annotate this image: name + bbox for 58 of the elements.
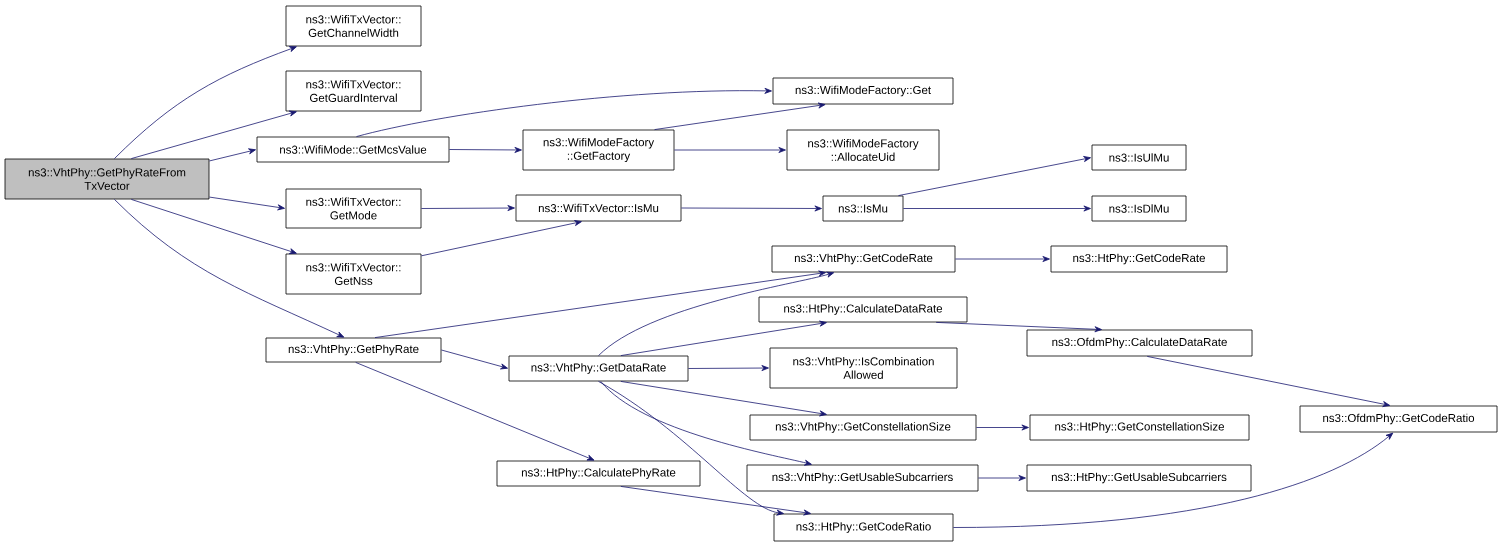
function-box: ns3::VhtPhy::GetConstellationSize xyxy=(749,414,977,441)
function-box: ns3::IsDlMu xyxy=(1091,195,1187,222)
function-box: ns3::WifiTxVector::IsMu xyxy=(515,194,682,222)
function-box: ns3::WifiModeFactory ::GetFactory xyxy=(522,129,675,171)
function-box: ns3::WifiModeFactory::Get xyxy=(772,77,954,105)
arrow xyxy=(953,432,1394,528)
arrow xyxy=(620,381,827,417)
arrow xyxy=(620,486,811,516)
arrow xyxy=(449,146,522,153)
arrow xyxy=(421,205,515,212)
function-box: ns3::HtPhy::GetCodeRate xyxy=(1050,245,1228,273)
function-box: ns3::VhtPhy::GetPhyRateFrom TxVector xyxy=(4,158,210,200)
arrow xyxy=(209,148,256,162)
function-box: ns3::IsUlMu xyxy=(1091,144,1187,171)
arrow xyxy=(209,196,285,211)
arrow xyxy=(955,256,1050,262)
arrow xyxy=(674,147,786,153)
function-box: ns3::OfdmPhy::GetCodeRatio xyxy=(1299,405,1498,433)
arrow xyxy=(688,365,769,372)
arrow xyxy=(654,102,826,130)
function-box: ns3::IsMu xyxy=(822,195,904,222)
function-box: ns3::OfdmPhy::CalculateDataRate xyxy=(1026,329,1253,357)
arrow xyxy=(441,349,508,370)
function-box: ns3::WifiTxVector:: GetNss xyxy=(285,253,422,295)
arrow xyxy=(421,220,582,257)
arrow xyxy=(374,270,826,338)
arrow xyxy=(935,322,1102,333)
arrow xyxy=(114,46,297,159)
function-box: ns3::HtPhy::GetUsableSubcarriers xyxy=(1026,464,1252,492)
function-box: ns3::VhtPhy::GetUsableSubcarriers xyxy=(746,464,979,492)
function-box: ns3::HtPhy::GetConstellationSize xyxy=(1029,414,1250,441)
arrow xyxy=(356,87,772,137)
arrow xyxy=(598,381,784,516)
arrow xyxy=(130,199,297,255)
arrow xyxy=(600,381,812,466)
function-box: ns3::WifiTxVector:: GetMode xyxy=(285,188,422,229)
arrow xyxy=(903,205,1091,212)
arrow xyxy=(598,271,835,356)
arrow xyxy=(620,320,827,356)
function-box: ns3::VhtPhy::GetCodeRate xyxy=(771,245,956,273)
function-box: ns3::WifiModeFactory ::AllocateUid xyxy=(786,129,940,171)
function-box: ns3::HtPhy::CalculateDataRate xyxy=(758,296,968,323)
arrow xyxy=(130,110,297,159)
arrow xyxy=(681,205,822,212)
arrow xyxy=(114,199,345,338)
function-box: ns3::HtPhy::CalculatePhyRate xyxy=(496,460,701,487)
function-box: ns3::WifiTxVector:: GetGuardInterval xyxy=(285,70,422,112)
function-box: ns3::VhtPhy::GetPhyRate xyxy=(265,337,442,363)
arrow xyxy=(1146,356,1391,407)
function-box: ns3::WifiMode::GetMcsValue xyxy=(256,136,450,163)
function-box: ns3::VhtPhy::GetDataRate xyxy=(508,355,689,382)
arrow xyxy=(978,475,1026,481)
arrow xyxy=(976,424,1029,431)
arrow xyxy=(898,156,1091,196)
function-box: ns3::HtPhy::GetCodeRatio xyxy=(773,513,954,542)
function-box: ns3::WifiTxVector:: GetChannelWidth xyxy=(285,5,422,47)
function-box: ns3::VhtPhy::IsCombination Allowed xyxy=(769,347,958,389)
arrow xyxy=(355,362,595,461)
